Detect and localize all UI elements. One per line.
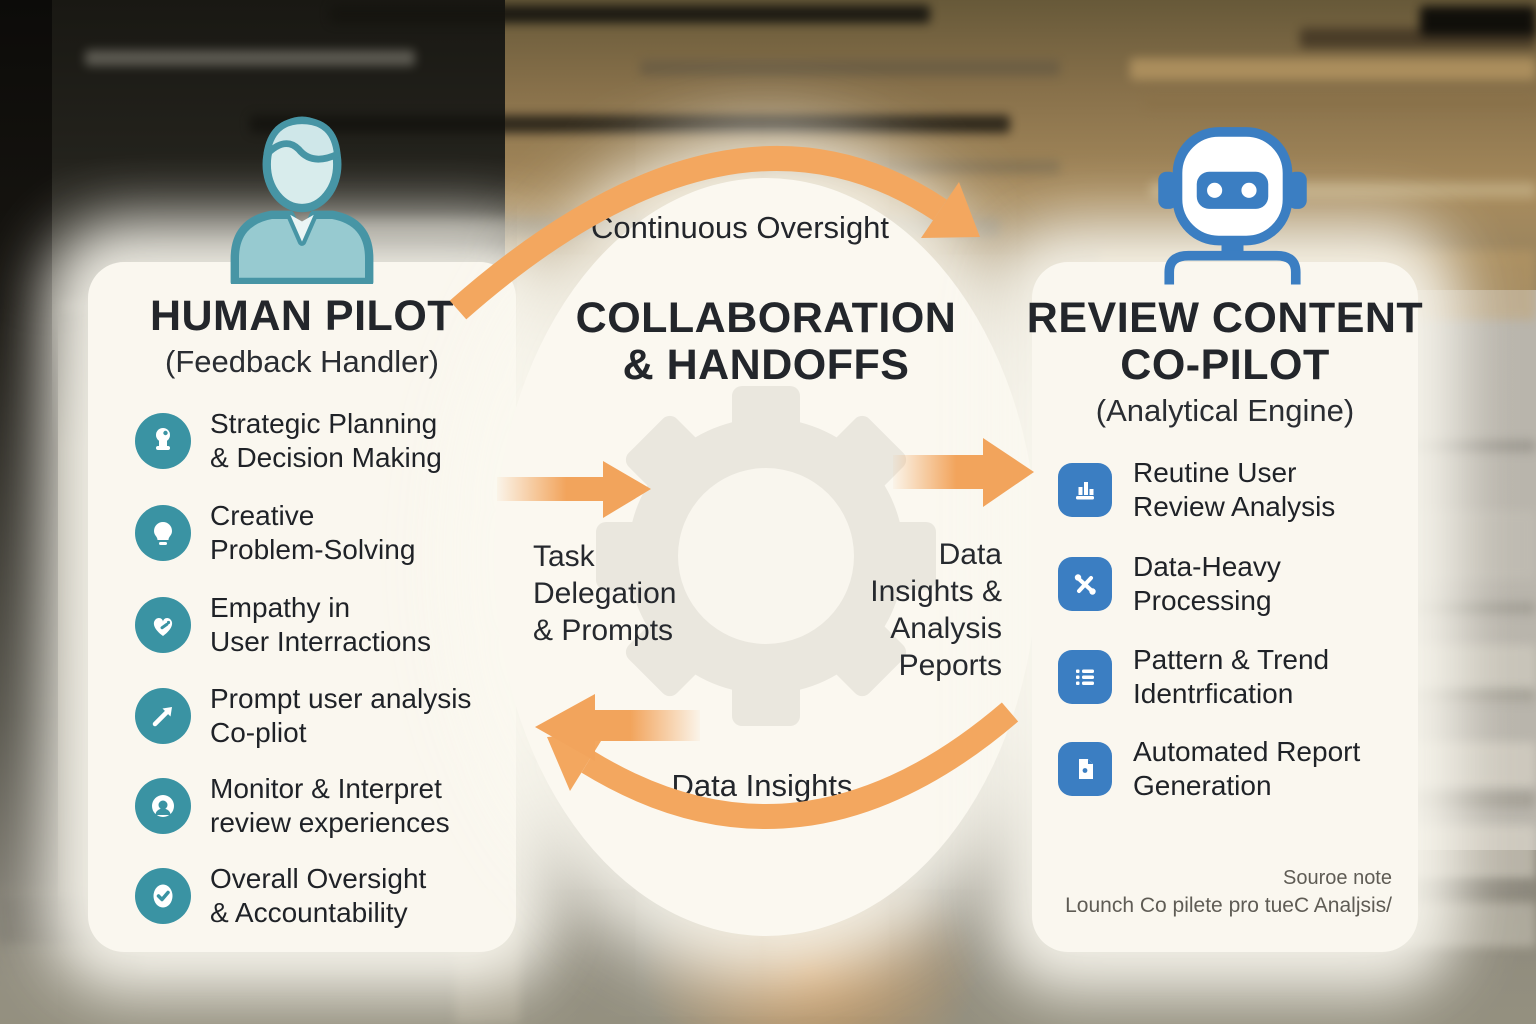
list-item: Data-Heavy Processing (1058, 550, 1418, 618)
route-icon (1058, 557, 1112, 611)
list-item: Creative Problem-Solving (135, 499, 515, 567)
list-item-label: Pattern & Trend Identrfication (1133, 644, 1330, 709)
chess-pawn-icon (135, 413, 191, 469)
list-item: Strategic Planning & Decision Making (135, 407, 515, 475)
background-streak (1420, 6, 1536, 36)
list-item: Monitor & Interpret review experiences (135, 772, 515, 840)
data-insights-reports-label: Data Insights & Analysis Peports (870, 538, 1002, 682)
list-item: Pattern & Trend Identrfication (1058, 643, 1418, 711)
background-streak (640, 60, 1060, 76)
human-pilot-subtitle: (Feedback Handler) (165, 344, 439, 379)
list-item: Reutine User Review Analysis (1058, 456, 1418, 524)
source-note-line: Lounch Co pilete pro tueC Analjsis/ (1065, 894, 1392, 917)
source-note: Souroe note (1283, 867, 1392, 889)
list-item-label: Strategic Planning & Decision Making (210, 408, 442, 473)
task-delegation-label: Task Delegation & Prompts (533, 540, 677, 647)
lightbulb-icon (135, 505, 191, 561)
background-streak (1145, 92, 1536, 110)
data-insights-label: Data Insights (671, 768, 853, 803)
continuous-oversight-label: Continuous Oversight (590, 210, 890, 245)
list-item: Empathy in User Interractions (135, 591, 515, 659)
background-streak (250, 115, 1010, 133)
list-item-label: Data-Heavy Processing (1133, 551, 1281, 616)
copilot-subtitle: (Analytical Engine) (1095, 393, 1355, 428)
robot-icon (1158, 127, 1307, 285)
background-streak (85, 50, 415, 66)
background-streak (1130, 58, 1536, 80)
report-document-icon (1058, 742, 1112, 796)
person-icon (230, 116, 374, 284)
bar-chart-icon (1058, 463, 1112, 517)
list-item-label: Prompt user analysis Co-pliot (210, 683, 472, 748)
list-item-label: Reutine User Review Analysis (1133, 457, 1336, 522)
list-item-label: Overall Oversight & Accountability (210, 863, 427, 928)
list-item-label: Automated Report Generation (1133, 736, 1361, 801)
background-streak (330, 5, 930, 23)
background-left-column (0, 0, 58, 1024)
checklist-icon (1058, 650, 1112, 704)
copilot-title: REVIEW CONTENT CO-PILOT (1026, 294, 1424, 389)
list-item: Overall Oversight & Accountability (135, 862, 515, 930)
list-item: Prompt user analysis Co-pliot (135, 682, 515, 750)
collaboration-title: COLLABORATION & HANDOFFS (575, 294, 957, 389)
human-pilot-title: HUMAN PILOT (149, 292, 455, 340)
monitor-user-icon (135, 778, 191, 834)
heart-icon (135, 597, 191, 653)
list-item: Automated Report Generation (1058, 735, 1418, 803)
list-item-label: Creative Problem-Solving (210, 500, 416, 565)
trend-arrow-icon (135, 688, 191, 744)
list-item-label: Monitor & Interpret review experiences (210, 773, 450, 838)
list-item-label: Empathy in User Interractions (210, 592, 431, 657)
check-badge-icon (135, 868, 191, 924)
